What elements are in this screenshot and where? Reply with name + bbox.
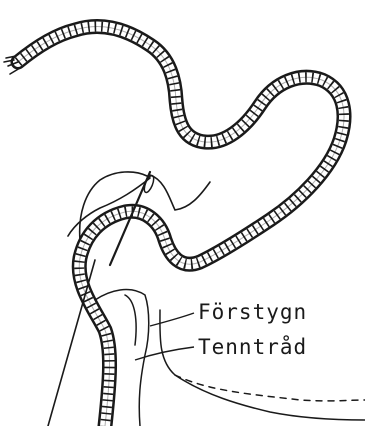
label-tenntrad: Tenntråd: [198, 334, 307, 359]
gold-cord: [18, 26, 344, 426]
leader-lines: [135, 313, 194, 360]
label-forstygn: Förstygn: [198, 300, 307, 324]
